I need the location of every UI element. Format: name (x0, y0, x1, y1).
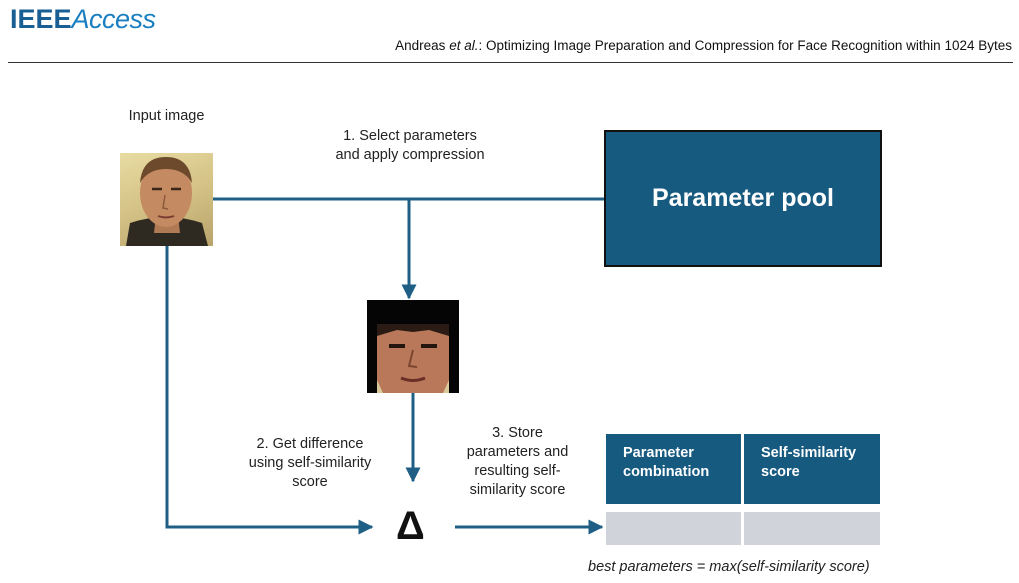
logo-access-text: Access (71, 4, 157, 34)
compressed-face-image (367, 300, 459, 393)
delta-symbol: Δ (396, 504, 425, 548)
running-head-author: Andreas (395, 38, 450, 53)
parameter-pool-box: Parameter pool (604, 130, 882, 267)
step1-label: 1. Select parameters and apply compressi… (335, 128, 485, 163)
best-parameters-formula: best parameters = max(self-similarity sc… (588, 559, 870, 575)
logo-ieee-text: IEEE (10, 4, 72, 34)
table-header-self-similarity-score: Self-similarity score (744, 434, 880, 504)
input-to-delta-arrow (165, 246, 374, 535)
table-cell-score (744, 512, 880, 545)
parameter-pool-label: Parameter pool (651, 184, 834, 212)
running-head-title: : Optimizing Image Preparation and Compr… (478, 38, 1012, 53)
table-header-parameter-combination: Parameter combination (606, 434, 741, 504)
step3-label: 3. Store parameters and resulting self-s… (466, 425, 569, 498)
input-image-label: Input image (128, 108, 205, 124)
table-cell-parameters (606, 512, 741, 545)
running-head-etal: et al. (449, 38, 479, 53)
header-divider (8, 62, 1013, 63)
ieee-access-logo: IEEEAccess (10, 6, 156, 33)
step2-label: 2. Get difference using self-similarity … (248, 436, 372, 490)
running-head: Andreas et al.: Optimizing Image Prepara… (395, 38, 1012, 53)
input-face-image (120, 153, 213, 246)
